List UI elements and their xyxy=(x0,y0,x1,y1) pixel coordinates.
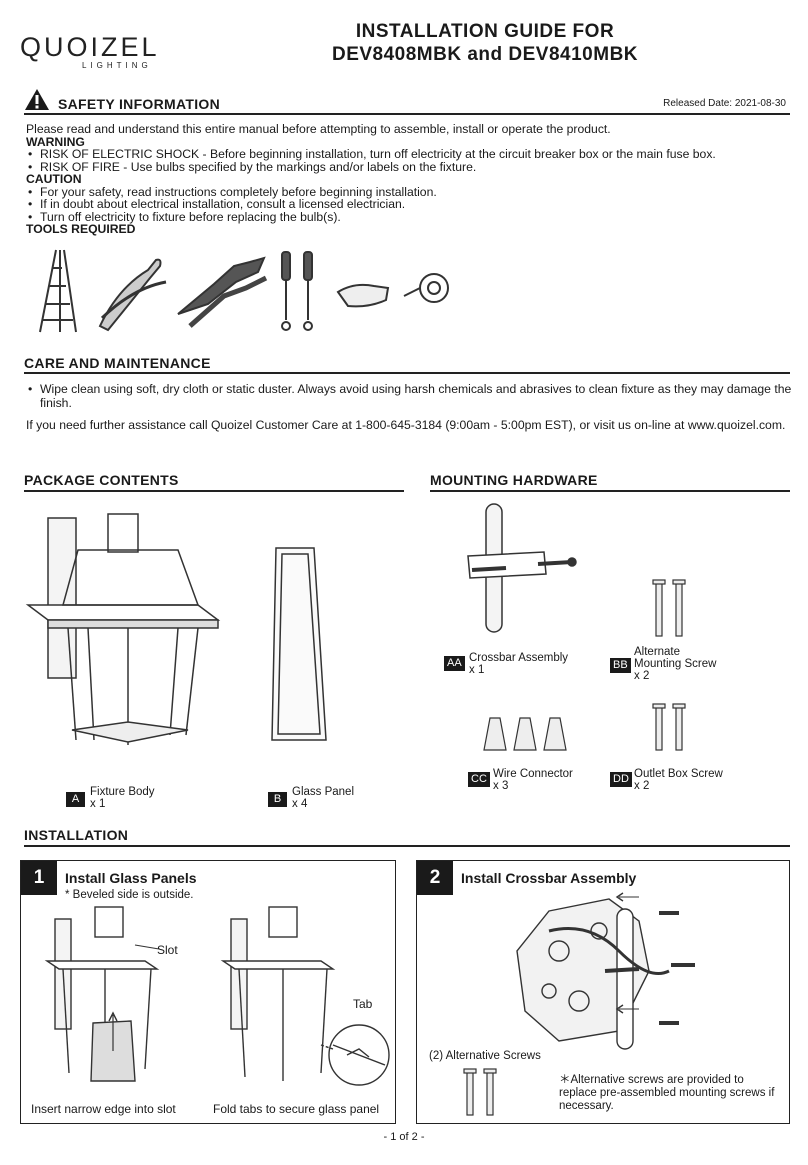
glass-panel-illustration xyxy=(271,547,327,741)
item-cc-name: Wire Connector xyxy=(493,768,573,780)
step-2-panel: 2 Install Crossbar Assembly (2) Alternat… xyxy=(416,860,790,1124)
ladder-icon xyxy=(39,249,77,333)
alt-screws-label: (2) Alternative Screws xyxy=(429,1050,541,1062)
alt-screws-illustration xyxy=(463,1068,497,1116)
pliers-icon xyxy=(98,258,167,332)
step-1-note: * Beveled side is outside. xyxy=(65,889,194,901)
outlet-box-screw-illustration xyxy=(652,703,686,751)
alt-screws-note: ＊Alternative screws are provided to repl… xyxy=(559,1074,775,1112)
step-1-fold-illustration xyxy=(220,906,390,1086)
caution-item: If in doubt about electrical installatio… xyxy=(26,198,796,211)
warning-list: RISK OF ELECTRIC SHOCK - Before beginnin… xyxy=(26,148,796,173)
item-dd-qty: x 2 xyxy=(634,780,650,792)
care-heading: CARE AND MAINTENANCE xyxy=(24,355,211,371)
tools-label: TOOLS REQUIRED xyxy=(26,222,136,236)
item-bb-name-1: Alternate xyxy=(634,646,681,658)
caution-list: For your safety, read instructions compl… xyxy=(26,185,796,224)
release-date: Released Date: 2021-08-30 xyxy=(663,98,786,109)
item-dd: DD Outlet Box Screw x 2 xyxy=(610,768,723,792)
step-1-caption-left: Insert narrow edge into slot xyxy=(31,1102,176,1116)
item-dd-name: Outlet Box Screw xyxy=(634,768,723,780)
care-item: Wipe clean using soft, dry cloth or stat… xyxy=(26,382,794,410)
step-1-title: Install Glass Panels xyxy=(65,870,197,886)
care-rule xyxy=(24,372,790,374)
crossbar-assembly-illustration xyxy=(467,503,577,633)
tape-roll-icon xyxy=(403,273,449,303)
item-aa: AA Crossbar Assembly x 1 xyxy=(444,652,568,676)
wire-connectors-illustration xyxy=(483,717,567,751)
step-2-title: Install Crossbar Assembly xyxy=(461,870,637,886)
item-b-qty: x 4 xyxy=(292,798,308,810)
alternate-screw-illustration xyxy=(652,579,686,637)
installation-rule xyxy=(24,845,790,847)
safety-glasses-icon xyxy=(336,283,390,308)
step-1-caption-right: Fold tabs to secure glass panel xyxy=(213,1102,380,1116)
brand-logo: QUOIZEL LIGHTING xyxy=(20,32,180,70)
item-a-name: Fixture Body xyxy=(90,786,155,798)
item-cc-tag: CC xyxy=(468,772,490,787)
warning-item: RISK OF ELECTRIC SHOCK - Before beginnin… xyxy=(26,148,796,161)
asterisk-icon: ＊ xyxy=(559,1074,571,1086)
safety-rule xyxy=(24,113,790,115)
brand-subtitle: LIGHTING xyxy=(82,61,152,70)
step-1-number: 1 xyxy=(21,861,57,895)
slot-label: Slot xyxy=(157,943,178,957)
item-cc-qty: x 3 xyxy=(493,780,509,792)
warning-label: WARNING xyxy=(26,134,85,149)
care-content: Wipe clean using soft, dry cloth or stat… xyxy=(26,382,794,432)
brand-name: QUOIZEL xyxy=(20,32,160,62)
item-dd-tag: DD xyxy=(610,772,632,787)
step-2-crossbar-illustration xyxy=(516,892,695,1050)
item-bb-name-2: Mounting Screw xyxy=(634,658,717,670)
customer-care-text: If you need further assistance call Quoi… xyxy=(26,418,786,432)
item-a-tag: A xyxy=(66,792,85,807)
page-title: INSTALLATION GUIDE FOR DEV8408MBK and DE… xyxy=(300,20,670,66)
item-bb-qty: x 2 xyxy=(634,670,650,682)
hardware-rule xyxy=(430,490,790,492)
safety-content: Please read and understand this entire m… xyxy=(26,123,796,236)
package-heading: PACKAGE CONTENTS xyxy=(24,472,179,488)
care-list: Wipe clean using soft, dry cloth or stat… xyxy=(26,382,794,410)
item-cc: CC Wire Connector x 3 xyxy=(468,768,573,792)
item-aa-name: Crossbar Assembly xyxy=(469,652,569,664)
step-2-number: 2 xyxy=(417,861,453,895)
hardware-heading: MOUNTING HARDWARE xyxy=(430,472,598,488)
item-b-name: Glass Panel xyxy=(292,786,355,798)
step-1-panel: 1 Install Glass Panels * Beveled side is… xyxy=(20,860,396,1124)
item-bb: BB Alternate Mounting Screw x 2 xyxy=(610,646,716,682)
fixture-body-illustration xyxy=(25,513,221,745)
safety-heading: SAFETY INFORMATION xyxy=(58,96,220,112)
item-a-qty: x 1 xyxy=(90,798,106,810)
item-aa-qty: x 1 xyxy=(469,664,485,676)
step-1-insert-illustration xyxy=(44,906,160,1082)
caution-label: CAUTION xyxy=(26,172,82,186)
page-number: - 1 of 2 - xyxy=(383,1131,425,1143)
safety-intro: Please read and understand this entire m… xyxy=(26,122,611,136)
caution-item: Turn off electricity to fixture before r… xyxy=(26,210,796,224)
item-b: B Glass Panel x 4 xyxy=(268,786,354,810)
item-bb-tag: BB xyxy=(610,658,631,673)
item-aa-tag: AA xyxy=(444,656,465,671)
screwdrivers-icon xyxy=(281,251,313,331)
tab-label: Tab xyxy=(353,997,373,1011)
warning-item: RISK OF FIRE - Use bulbs specified by th… xyxy=(26,160,796,174)
title-line-1: INSTALLATION GUIDE FOR xyxy=(355,21,615,42)
wire-stripper-icon xyxy=(177,256,268,328)
installation-heading: INSTALLATION xyxy=(24,827,129,843)
item-a: A Fixture Body x 1 xyxy=(66,786,155,810)
title-line-2: DEV8408MBK and DEV8410MBK xyxy=(331,44,639,65)
package-rule xyxy=(24,490,404,492)
tools-illustration xyxy=(39,249,449,333)
warning-triangle-icon xyxy=(25,89,49,110)
item-b-tag: B xyxy=(268,792,287,807)
caution-item: For your safety, read instructions compl… xyxy=(26,185,796,199)
